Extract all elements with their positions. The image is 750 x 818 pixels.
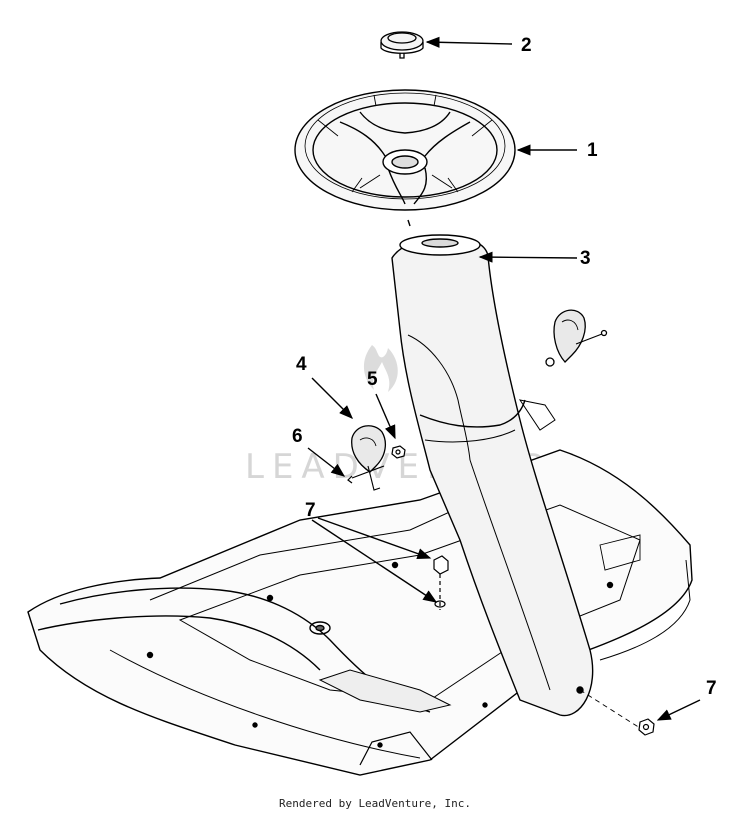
leader-7b <box>656 699 701 721</box>
callout-7-lower: 7 <box>706 678 717 699</box>
leader-4 <box>311 377 353 419</box>
callout-3: 3 <box>580 248 591 269</box>
leader-5 <box>375 393 396 440</box>
leader-3 <box>478 251 578 263</box>
part-bolt[interactable] <box>347 465 385 484</box>
part-steering-column[interactable] <box>391 234 594 717</box>
leader-6 <box>307 447 346 477</box>
part-hub-cap[interactable] <box>380 31 424 59</box>
part-control-lever-right[interactable] <box>545 309 608 367</box>
part-hex-bolt-upper[interactable] <box>433 555 449 610</box>
callout-4: 4 <box>296 354 307 375</box>
part-base-frame <box>27 449 693 776</box>
callout-5: 5 <box>367 369 378 390</box>
leader-7a-2 <box>311 519 438 603</box>
part-hex-bolt-lower[interactable] <box>579 689 655 736</box>
watermark-flame-icon <box>363 345 398 392</box>
callout-leaders <box>307 36 701 721</box>
exploded-parts-diagram: LEADVENTURE <box>27 31 717 776</box>
callout-labels: 2 1 3 4 5 6 7 7 <box>292 35 717 699</box>
part-nut[interactable] <box>391 445 406 459</box>
part-steering-wheel[interactable] <box>294 89 516 227</box>
rendered-by-footer: Rendered by LeadVenture, Inc. <box>278 797 472 810</box>
leader-2 <box>425 36 513 48</box>
callout-2: 2 <box>521 35 532 56</box>
leader-7a-1 <box>317 517 432 560</box>
part-control-lever-left[interactable] <box>351 425 387 491</box>
callout-7-upper: 7 <box>305 500 316 521</box>
callout-1: 1 <box>587 140 598 161</box>
callout-6: 6 <box>292 426 303 447</box>
